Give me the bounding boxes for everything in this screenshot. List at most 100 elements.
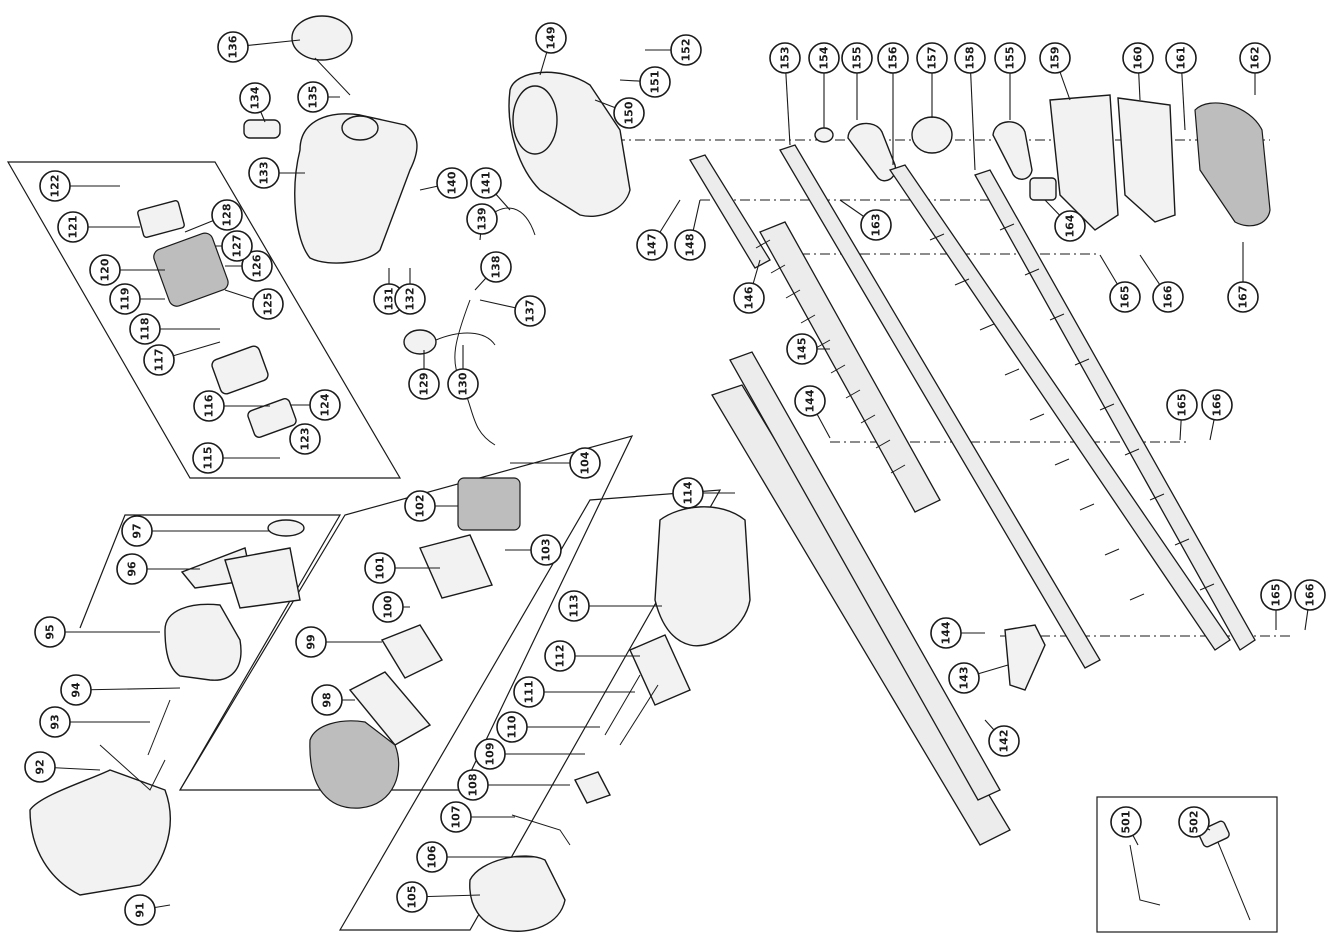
part-callout-99: 99 xyxy=(295,626,327,658)
callout-number: 124 xyxy=(319,393,332,416)
washer-154-shape xyxy=(814,127,834,143)
callout-number: 166 xyxy=(1162,285,1175,308)
part-callout-103: 103 xyxy=(530,534,562,566)
callout-number: 116 xyxy=(203,394,216,417)
part-callout-115: 115 xyxy=(192,442,224,474)
part-callout-154: 154 xyxy=(808,42,840,74)
callout-number: 165 xyxy=(1176,394,1189,417)
callout-number: 97 xyxy=(131,523,144,538)
air-element-shape xyxy=(224,547,301,609)
callout-number: 134 xyxy=(249,86,262,109)
callout-circle xyxy=(613,97,645,129)
air-gasket-shape xyxy=(267,519,305,537)
callout-number: 133 xyxy=(258,162,271,185)
callout-circle xyxy=(639,66,671,98)
bolt-93-shape xyxy=(147,699,171,756)
spark-wrench-shape xyxy=(1214,834,1251,921)
callout-circle xyxy=(404,490,436,522)
callout-number: 129 xyxy=(418,373,431,396)
gasket-98-shape xyxy=(348,671,432,746)
part-callout-156: 156 xyxy=(877,42,909,74)
blade-cover-shape xyxy=(711,384,1011,846)
part-callout-122: 122 xyxy=(39,170,71,202)
part-callout-106: 106 xyxy=(416,841,448,873)
callout-number: 122 xyxy=(49,175,62,198)
callout-number: 111 xyxy=(523,681,536,704)
leader-lines xyxy=(39,37,1311,911)
callout-circle xyxy=(535,22,567,54)
part-callout-100: 100 xyxy=(372,591,404,623)
callout-number: 143 xyxy=(958,667,971,690)
part-callout-163: 163 xyxy=(860,209,892,241)
part-callout-120: 120 xyxy=(89,254,121,286)
callout-number: 137 xyxy=(524,300,537,323)
callout-number: 146 xyxy=(743,286,756,309)
callout-number: 149 xyxy=(545,27,558,50)
carb-pump-shape xyxy=(211,345,269,395)
callout-number: 150 xyxy=(623,101,636,124)
callout-circle xyxy=(636,229,668,261)
primer-pump-shape xyxy=(403,329,437,355)
part-callout-165: 165 xyxy=(1109,281,1141,313)
callout-circle xyxy=(1109,281,1141,313)
part-callout-166: 166 xyxy=(1201,389,1233,421)
blade-bar-156-shape xyxy=(888,164,1231,651)
callout-circle xyxy=(289,423,321,455)
part-callout-110: 110 xyxy=(496,711,528,743)
part-callout-116: 116 xyxy=(193,390,225,422)
callout-number: 154 xyxy=(818,46,831,69)
part-callout-91: 91 xyxy=(124,894,156,926)
callout-circle xyxy=(672,477,704,509)
part-callout-139: 139 xyxy=(466,203,498,235)
callout-number: 159 xyxy=(1049,47,1062,70)
part-callout-124: 124 xyxy=(309,389,341,421)
part-callout-109: 109 xyxy=(474,738,506,770)
callout-number: 105 xyxy=(406,886,419,909)
part-callout-150: 150 xyxy=(613,97,645,129)
callout-number: 138 xyxy=(490,256,503,279)
part-callout-93: 93 xyxy=(39,706,71,738)
part-callout-123: 123 xyxy=(289,423,321,455)
part-callout-135: 135 xyxy=(297,81,329,113)
callout-number: 126 xyxy=(251,254,264,277)
callout-circle xyxy=(954,42,986,74)
bracket-143-shape xyxy=(1004,624,1046,691)
part-callout-140: 140 xyxy=(436,167,468,199)
callout-number: 113 xyxy=(568,595,581,618)
leader-line xyxy=(75,687,181,691)
blade-145-shape xyxy=(759,221,941,513)
part-callout-166: 166 xyxy=(1294,579,1326,611)
part-callout-107: 107 xyxy=(440,801,472,833)
callout-circle xyxy=(786,333,818,365)
callout-number: 161 xyxy=(1175,47,1188,70)
part-callout-130: 130 xyxy=(447,368,479,400)
blade-158-shape xyxy=(974,169,1256,651)
callout-circle xyxy=(1227,281,1259,313)
cover-160-shape xyxy=(1117,97,1176,223)
part-callout-96: 96 xyxy=(116,553,148,585)
callout-circle xyxy=(808,42,840,74)
callout-number: 163 xyxy=(870,214,883,237)
callout-circle xyxy=(248,157,280,189)
tank-neck-shape xyxy=(341,115,379,141)
callout-circle xyxy=(1039,42,1071,74)
callout-circle xyxy=(364,552,396,584)
callout-number: 142 xyxy=(998,730,1011,753)
part-callout-142: 142 xyxy=(988,725,1020,757)
callout-number: 121 xyxy=(67,216,80,239)
callout-number: 117 xyxy=(153,349,166,372)
callout-circle xyxy=(408,368,440,400)
callout-circle xyxy=(794,385,826,417)
fuel-tank-shape xyxy=(294,113,418,264)
callout-number: 164 xyxy=(1064,214,1077,237)
callout-circle xyxy=(1166,389,1198,421)
callout-circle xyxy=(416,841,448,873)
part-callout-164: 164 xyxy=(1054,210,1086,242)
carburetor-group-frame xyxy=(6,161,402,479)
callout-number: 140 xyxy=(446,171,459,194)
callout-number: 135 xyxy=(307,86,320,109)
callout-number: 139 xyxy=(476,208,489,231)
callout-circle xyxy=(192,442,224,474)
bolt-111-a-shape xyxy=(604,674,641,736)
part-callout-148: 148 xyxy=(674,229,706,261)
